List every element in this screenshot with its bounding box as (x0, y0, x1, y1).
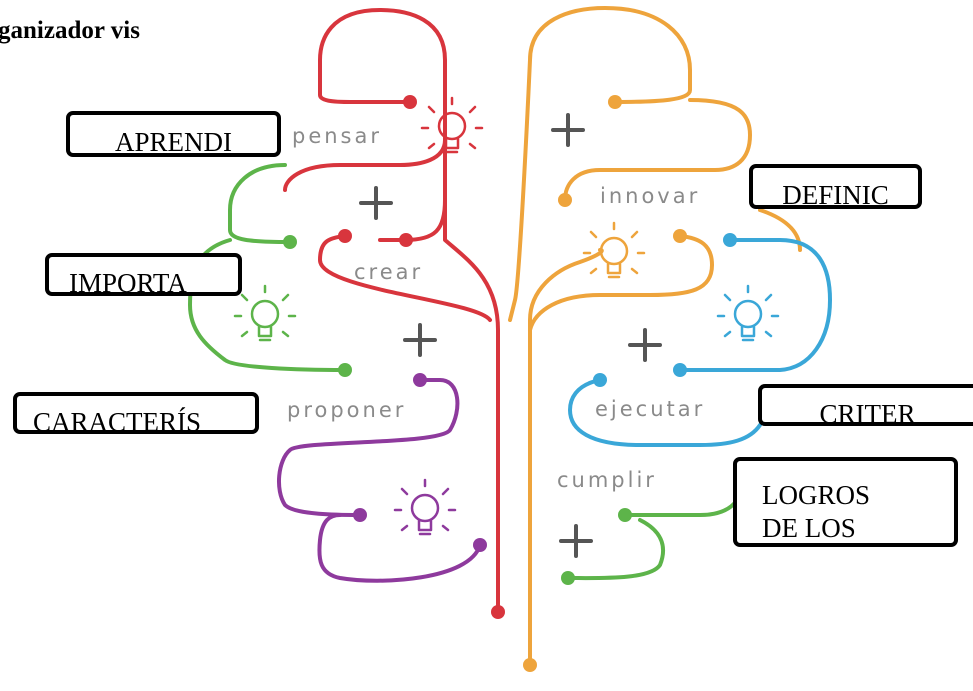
word-pensar: pensar (292, 124, 382, 148)
word-innovar: innovar (600, 184, 700, 208)
text-box-caracteris[interactable]: CARACTERÍS (13, 392, 259, 434)
plus-icon (403, 323, 437, 357)
text-box-label-line2: DE LOS (762, 512, 856, 543)
red-branch (283, 8, 500, 614)
page-title: ganizador vis (0, 17, 140, 44)
orange-branch (508, 6, 802, 667)
text-box-label: APRENDI (114, 127, 232, 157)
text-box-logros[interactable]: LOGROS DE LOS (733, 457, 958, 547)
lightbulb-icon (716, 284, 780, 342)
text-box-importa[interactable]: IMPORTA (45, 253, 242, 296)
word-cumplir: cumplir (557, 468, 657, 492)
word-proponer: proponer (287, 398, 406, 422)
text-box-criter[interactable]: CRITER (758, 384, 973, 426)
text-box-aprendi[interactable]: APRENDI (66, 111, 281, 157)
blue-branch (568, 238, 832, 447)
text-box-label: CARACTERÍS (33, 407, 202, 434)
text-box-label: DEFINIC (782, 180, 889, 209)
lightbulb-icon (582, 221, 646, 279)
plus-icon (628, 328, 662, 362)
plus-icon (551, 113, 585, 147)
lightbulb-icon (393, 478, 457, 536)
word-crear: crear (354, 260, 423, 284)
plus-icon (359, 186, 393, 220)
text-box-label: IMPORTA (69, 268, 187, 296)
text-box-label: CRITER (819, 399, 916, 426)
lightbulb-icon (233, 284, 297, 342)
text-box-label-line1: LOGROS (762, 480, 871, 510)
word-ejecutar: ejecutar (595, 397, 705, 421)
green-right-branch (566, 488, 742, 581)
lightbulb-icon (420, 96, 484, 154)
text-box-definic[interactable]: DEFINIC (749, 164, 922, 209)
plus-icon (559, 524, 593, 558)
purple-branch (277, 378, 482, 583)
